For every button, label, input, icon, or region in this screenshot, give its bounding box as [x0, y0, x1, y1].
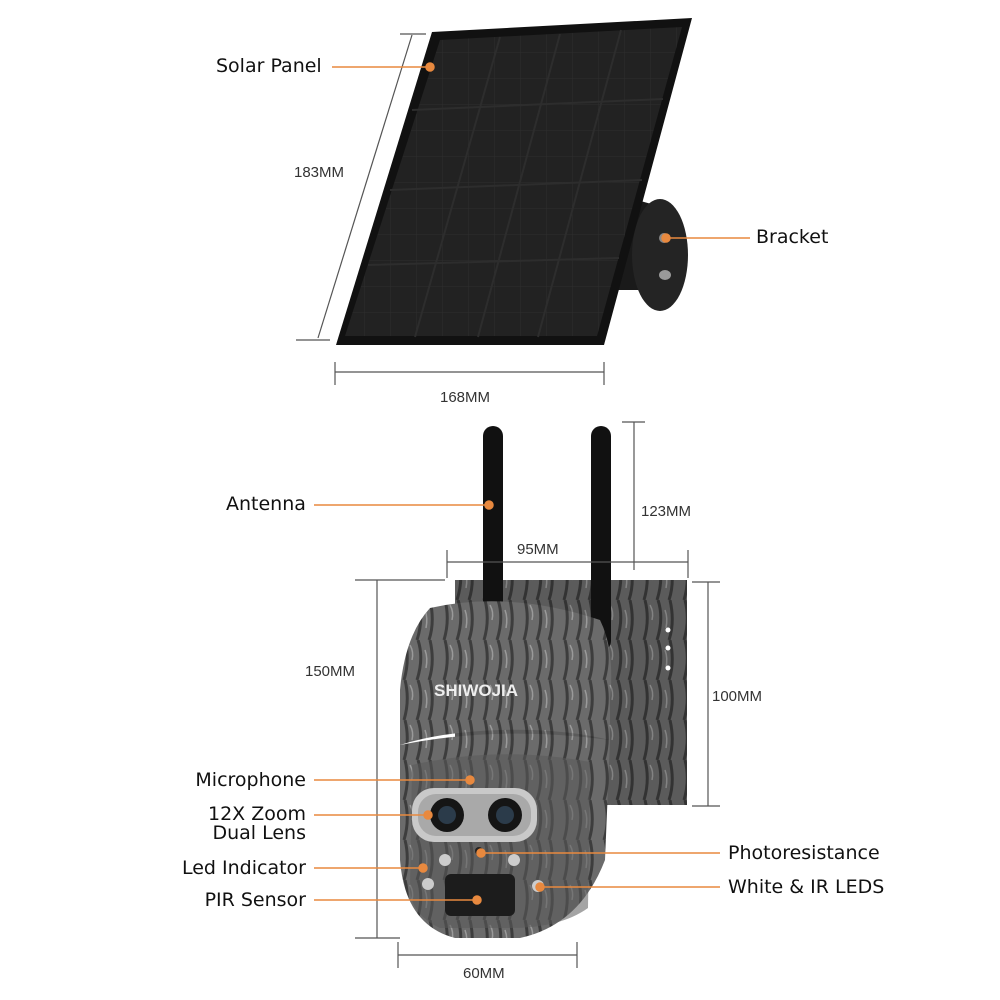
leader-lines	[314, 62, 750, 905]
dim-solar-height: 183MM	[294, 164, 345, 181]
dim-solar-width: 168MM	[440, 389, 491, 406]
label-white-ir-leds: White & IR LEDS	[728, 876, 885, 898]
label-led-indicator: Led Indicator	[181, 857, 306, 879]
label-antenna: Antenna	[226, 493, 306, 515]
dim-total-height: 150MM	[305, 663, 356, 680]
label-microphone: Microphone	[195, 769, 306, 791]
label-solar-panel: Solar Panel	[216, 55, 322, 77]
brand-logo: SHIWOJIA	[434, 681, 518, 700]
antenna-illustration	[483, 426, 611, 651]
label-zoom-line1: 12X Zoom	[207, 803, 306, 825]
label-pir-sensor: PIR Sensor	[204, 889, 306, 911]
label-photoresistance: Photoresistance	[728, 842, 880, 864]
dim-top-width: 95MM	[517, 541, 559, 558]
dim-mount-height: 100MM	[712, 688, 763, 705]
label-zoom-line2: Dual Lens	[212, 822, 306, 844]
dimension-lines	[296, 33, 720, 968]
dim-bottom-width: 60MM	[463, 965, 505, 982]
label-bracket: Bracket	[756, 226, 829, 248]
dim-antenna-height: 123MM	[641, 503, 692, 520]
solar-panel-illustration	[336, 18, 692, 345]
